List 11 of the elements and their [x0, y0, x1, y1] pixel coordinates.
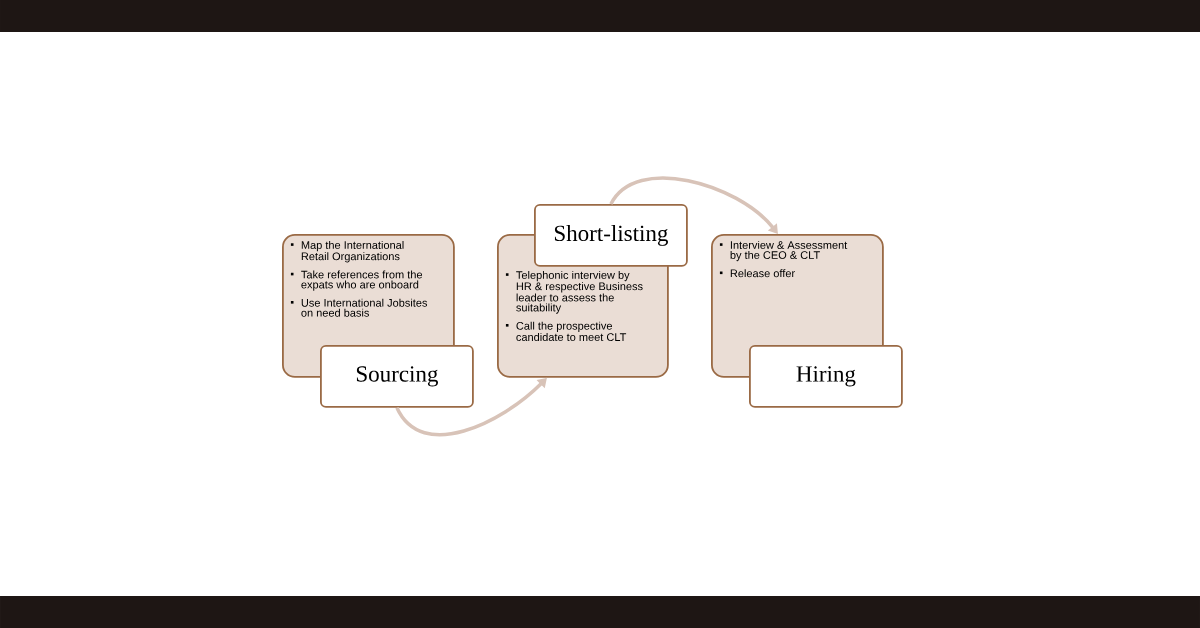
bullet-point: Call the prospective candidate to meet CLT	[505, 321, 627, 341]
curved-arrow	[609, 176, 778, 234]
stage-label: Sourcing	[320, 345, 474, 408]
bullet-point: Map the International Retail Organizations	[290, 240, 404, 263]
stage-label: Hiring	[749, 345, 903, 408]
bullet-point: Interview & Assessment by the CEO & CLT	[719, 240, 848, 262]
stage-label: Short-listing	[534, 204, 688, 267]
bullet-point: Use International Jobsites on need basis	[290, 298, 428, 317]
bullet-point: Telephonic interview by HR & respective Business leader to assess the suitability	[505, 270, 643, 314]
bullet-point: Release offer	[719, 269, 795, 278]
bullet-point: Take references from the expats who are onboard	[290, 270, 423, 291]
